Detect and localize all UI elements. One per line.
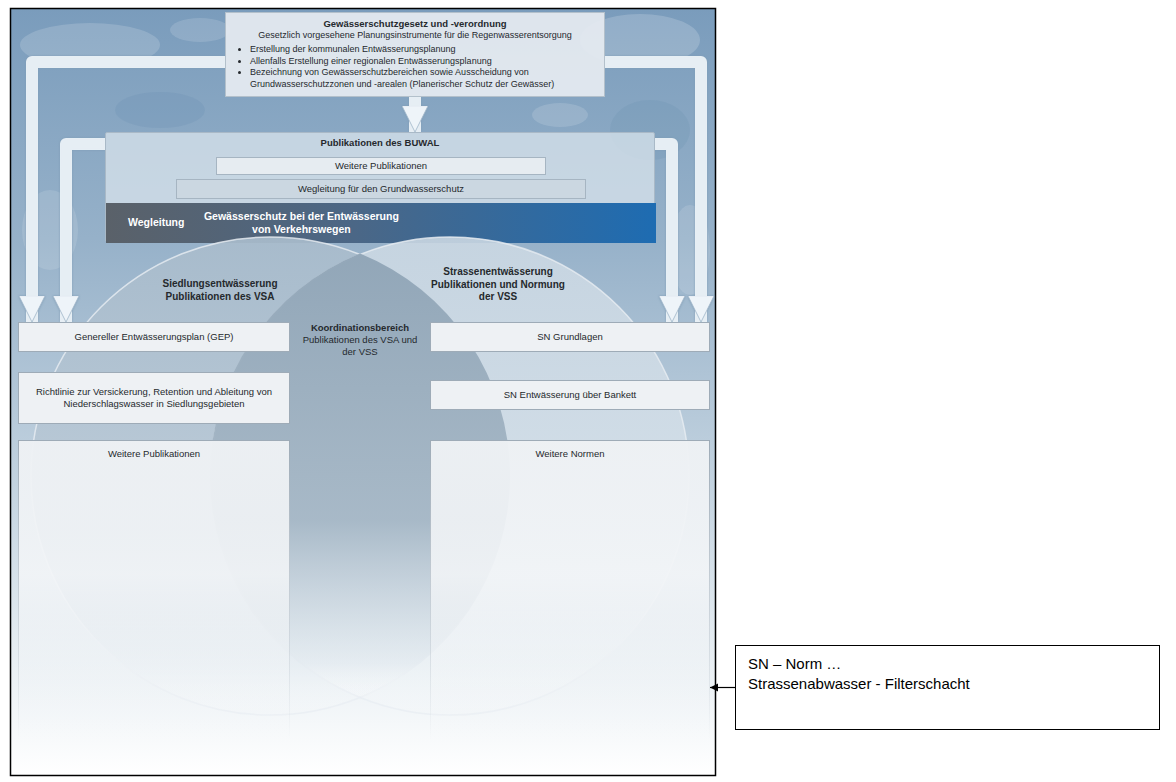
heading-text: Koordinationsbereich xyxy=(298,322,422,334)
label-text: SN Entwässerung über Bankett xyxy=(504,389,637,401)
label-text: Weitere Publikationen xyxy=(335,160,427,172)
label-text: Weitere Normen xyxy=(440,448,700,460)
norm-box: SN Grundlagen xyxy=(430,322,710,352)
body-text: Publikationen des VSA und der VSS xyxy=(298,334,422,358)
label-text: Genereller Entwässerungsplan (GEP) xyxy=(75,331,234,343)
heading-text: Publikationen des BUWAL xyxy=(106,133,654,149)
text-area: Siedlungsentwässerung Publikationen des … xyxy=(140,278,300,303)
publication-bar: Wegleitung für den Grundwasserschutz xyxy=(176,179,586,199)
water-texture xyxy=(115,92,205,128)
norm-box: SN Entwässerung über Bankett xyxy=(430,380,710,410)
label-text: Wegleitung für den Grundwasserschutz xyxy=(298,183,464,195)
callout-box: SN – Norm …Strassenabwasser - Filterscha… xyxy=(735,645,1160,730)
flow-arrow xyxy=(66,144,105,322)
bullet-text: Erstellung der kommunalen Entwässerungsp… xyxy=(250,44,594,56)
bullet-text: Bezeichnung von Gewässerschutzbereichen … xyxy=(250,67,594,90)
water-background xyxy=(11,9,716,776)
label-text: Wegleitung xyxy=(128,216,184,229)
note-text: SN – Norm … xyxy=(748,654,1147,674)
heading-text: Gewässerschutzgesetz und -verordnung xyxy=(236,18,594,30)
publication-box: Genereller Entwässerungsplan (GEP) xyxy=(18,322,290,352)
note-text: Strassenabwasser - Filterschacht xyxy=(748,674,1147,694)
guideline-bar: Wegleitung Gewässerschutz bei der Entwäss… xyxy=(106,203,656,243)
leader-arrow xyxy=(710,687,735,688)
norm-box: Weitere Normen xyxy=(430,440,710,740)
frame-border xyxy=(11,9,716,776)
group-title: Siedlungsentwässerung Publikationen des … xyxy=(140,278,300,303)
water-texture xyxy=(170,18,230,42)
publication-box: Richtlinie zur Versickerung, Retention u… xyxy=(18,372,290,424)
group-title: Strassenentwässerung Publikationen und N… xyxy=(428,266,568,304)
label-text: Richtlinie zur Versickerung, Retention u… xyxy=(29,386,279,411)
flow-arrow xyxy=(409,97,421,132)
water-texture xyxy=(532,103,588,127)
label-text: SN Grundlagen xyxy=(537,331,602,343)
title-text: Gewässerschutz bei der Entwässerung von … xyxy=(196,210,406,236)
publication-bar: Weitere Publikationen xyxy=(216,157,546,175)
bullet-text: Allenfalls Erstellung einer regionalen E… xyxy=(250,56,594,68)
label-text: Weitere Publikationen xyxy=(28,448,280,460)
text-area: KoordinationsbereichPublikationen des VS… xyxy=(298,322,422,358)
subtitle-text: Gesetzlich vorgesehene Planungsinstrumen… xyxy=(236,30,594,42)
publication-panel: Publikationen des BUWAL Weitere Publikati… xyxy=(105,132,655,242)
text-area: Strassenentwässerung Publikationen und N… xyxy=(428,266,568,304)
flow-arrow xyxy=(655,144,672,322)
publication-box: Weitere Publikationen xyxy=(18,440,290,740)
law-box: Gewässerschutzgesetz und -verordnungGese… xyxy=(225,12,605,97)
